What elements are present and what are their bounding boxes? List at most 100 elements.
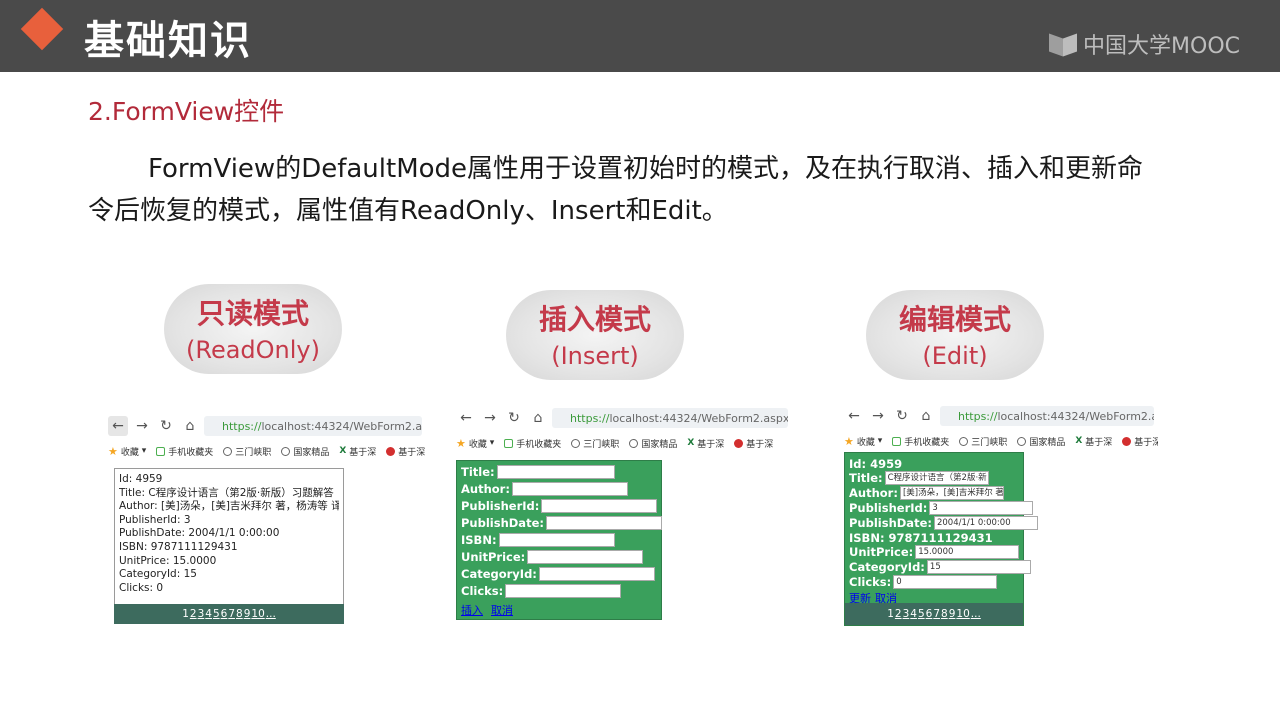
url-scheme: https://	[958, 409, 998, 423]
reload-icon[interactable]: ↻	[896, 408, 908, 424]
bookmark-favorites[interactable]: ★收藏 ▾	[456, 436, 495, 450]
page-link[interactable]: 8	[236, 608, 243, 620]
page-link[interactable]: 5	[917, 608, 925, 620]
url-scheme: https://	[222, 419, 262, 433]
page-link[interactable]: 2	[189, 608, 197, 620]
bookmark-item[interactable]: 三门峡职	[959, 435, 1007, 448]
slide-title: 基础知识	[84, 18, 252, 64]
bookmark-item[interactable]: 手机收藏夹	[892, 435, 949, 448]
page-link[interactable]: 6	[220, 608, 228, 620]
page-link[interactable]: 4	[205, 608, 212, 620]
bookmark-item[interactable]: 手机收藏夹	[156, 445, 213, 458]
bookmark-item[interactable]: 国家精品	[1017, 435, 1065, 448]
pager: 1 2 3 4 5 6 7 8 9 10 ...	[845, 603, 1023, 625]
publishdate-input[interactable]: 2004/1/1 0:00:00	[933, 516, 1038, 530]
bookmark-item[interactable]: 三门峡职	[571, 437, 619, 450]
address-bar[interactable]: https:// localhost:44324/WebForm2.aspx	[204, 416, 422, 436]
url-scheme: https://	[570, 411, 610, 425]
cancel-link[interactable]: 取消	[875, 592, 897, 605]
author-input[interactable]	[511, 482, 628, 496]
browser-insert: ← → ↻ ⌂ https:// localhost:44324/WebForm…	[450, 404, 792, 624]
clicks-input[interactable]: 0	[893, 575, 998, 589]
edit-row-isbn: ISBN: 9787111129431	[849, 531, 993, 545]
phone-icon	[504, 438, 514, 448]
page-link[interactable]: 10	[956, 608, 970, 620]
page-link[interactable]: ...	[265, 608, 276, 620]
isbn-input[interactable]	[498, 533, 615, 547]
globe-icon	[1017, 436, 1027, 446]
edit-row-unitprice: UnitPrice:15.0000	[849, 545, 1020, 559]
bookmark-item[interactable]: 国家精品	[629, 437, 677, 450]
page-link[interactable]: 2	[894, 608, 902, 620]
field-author: Author: [美]汤朵，[美]吉米拜尔 著，杨涛等 译	[119, 500, 339, 513]
bookmark-item[interactable]: 三门峡职	[223, 445, 271, 458]
excel-icon: X	[339, 446, 347, 456]
bookmark-item[interactable]: 基于深	[1122, 435, 1158, 448]
title-input[interactable]	[496, 465, 615, 479]
pager: 1 2 3 4 5 6 7 8 9 10 ...	[114, 604, 344, 624]
globe-icon	[571, 438, 581, 448]
bookmark-item[interactable]: 基于深	[386, 445, 425, 458]
title-input[interactable]: C程序设计语言（第2版·新	[884, 471, 989, 485]
insert-link[interactable]: 插入	[461, 604, 483, 617]
categoryid-input[interactable]: 15	[926, 560, 1031, 574]
clicks-input[interactable]	[505, 584, 622, 598]
section-title: 2.FormView控件	[88, 97, 285, 126]
page-link[interactable]: 7	[933, 608, 941, 620]
address-bar[interactable]: https:// localhost:44324/WebForm2.aspx	[940, 406, 1154, 426]
bookmark-favorites[interactable]: ★收藏 ▾	[108, 444, 147, 458]
page-link[interactable]: 7	[228, 608, 236, 620]
bookmark-item[interactable]: 国家精品	[281, 445, 329, 458]
globe-icon	[223, 446, 233, 456]
forward-icon[interactable]: →	[872, 408, 884, 424]
author-input[interactable]: [美]汤朵，[美]吉米拜尔 著，	[899, 486, 1004, 500]
page-link[interactable]: 4	[910, 608, 917, 620]
home-icon[interactable]: ⌂	[533, 410, 543, 426]
back-icon[interactable]: ←	[848, 408, 860, 424]
reload-icon[interactable]: ↻	[508, 410, 520, 426]
forward-icon[interactable]: →	[136, 418, 148, 434]
phone-icon	[892, 436, 902, 446]
formview-readonly: Id: 4959 Title: C程序设计语言（第2版·新版）习题解答 Auth…	[114, 468, 344, 624]
back-icon[interactable]: ←	[460, 410, 472, 426]
edit-row-clicks: Clicks:0	[849, 575, 998, 589]
home-icon[interactable]: ⌂	[185, 418, 195, 434]
cancel-link[interactable]: 取消	[491, 604, 513, 617]
edit-row-author: Author:[美]汤朵，[美]吉米拜尔 著，	[849, 486, 1004, 500]
field-publisherid: PublisherId: 3	[119, 513, 191, 526]
page-link[interactable]: 5	[212, 608, 220, 620]
publisherid-input[interactable]: 3	[929, 501, 1034, 515]
edit-row-title: Title:C程序设计语言（第2版·新	[849, 471, 989, 485]
unitprice-input[interactable]	[527, 550, 644, 564]
update-link[interactable]: 更新	[849, 592, 871, 605]
back-icon[interactable]: ←	[108, 416, 128, 436]
bookmark-favorites[interactable]: ★收藏 ▾	[844, 434, 883, 448]
bookmark-item[interactable]: 手机收藏夹	[504, 437, 561, 450]
formview-edit: Id: 4959 Title:C程序设计语言（第2版·新 Author:[美]汤…	[844, 452, 1038, 626]
mode-en: (ReadOnly)	[185, 336, 320, 364]
unitprice-input[interactable]: 15.0000	[915, 545, 1020, 559]
home-icon[interactable]: ⌂	[921, 408, 931, 424]
page-link[interactable]: 10	[251, 608, 265, 620]
publishdate-input[interactable]	[545, 516, 662, 530]
page-link[interactable]: 9	[948, 608, 956, 620]
mode-cn: 插入模式	[538, 303, 651, 336]
forward-icon[interactable]: →	[484, 410, 496, 426]
page-link[interactable]: ...	[970, 608, 981, 620]
insert-row-publishdate: PublishDate:	[461, 516, 662, 530]
page-link[interactable]: 8	[941, 608, 948, 620]
categoryid-input[interactable]	[538, 567, 655, 581]
page-link[interactable]: 9	[243, 608, 251, 620]
page-link[interactable]: 6	[925, 608, 933, 620]
bookmark-item[interactable]: 基于深	[734, 437, 773, 450]
address-bar[interactable]: https:// localhost:44324/WebForm2.aspx	[552, 408, 788, 428]
publisherid-input[interactable]	[541, 499, 658, 513]
page-link[interactable]: 3	[197, 608, 205, 620]
mode-cn: 只读模式	[196, 297, 309, 330]
page-link[interactable]: 3	[902, 608, 910, 620]
reload-icon[interactable]: ↻	[160, 418, 172, 434]
